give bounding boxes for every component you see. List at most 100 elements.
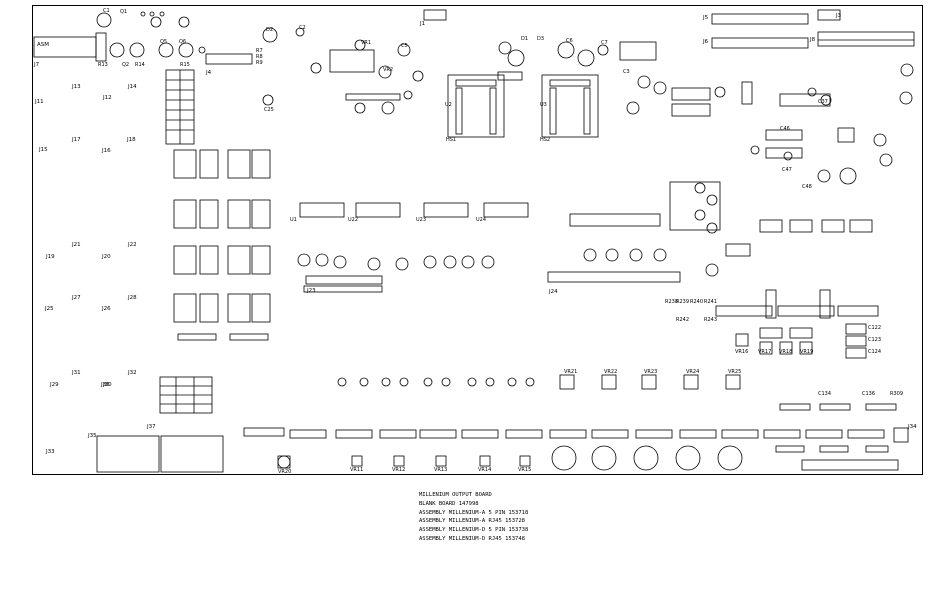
j7-label: J7 <box>34 62 40 68</box>
c2-label: C2 <box>299 25 306 31</box>
j34-label: J34 <box>908 424 917 430</box>
j32-label: J32 <box>128 370 137 376</box>
vr25-label: VR25 <box>728 369 742 375</box>
r15-label: R15 <box>180 62 190 68</box>
j3-label: J3 <box>836 13 842 19</box>
r7-label: R7 <box>256 48 263 54</box>
vr16-label: VR16 <box>735 349 749 355</box>
j25-label: J25 <box>45 306 54 312</box>
u22-label: U22 <box>348 217 359 223</box>
d7-label: D3 <box>537 36 545 42</box>
c47-label: C47 <box>782 167 792 173</box>
c7-label: C7 <box>601 40 608 46</box>
u3-label: U3 <box>540 102 547 108</box>
asm-label: ASM <box>37 42 49 48</box>
pcb-board-outline <box>32 5 923 475</box>
hs1-heatsink <box>447 74 505 138</box>
title-line-board-name: MILLENIUM OUTPUT BOARD <box>419 492 492 498</box>
c123-label: C123 <box>868 337 882 343</box>
vr24-label: VR24 <box>686 369 700 375</box>
r309-label: R309 <box>890 391 904 397</box>
title-block-notes: MILLENIUM OUTPUT BOARD BLANK BOARD 14799… <box>419 491 528 544</box>
j17-label: J17 <box>72 137 81 143</box>
c122-label: C122 <box>868 325 882 331</box>
j27-label: J27 <box>72 295 81 301</box>
title-line-assembly-a-rj45: ASSEMBLY MILLENIUM-A RJ45 153728 <box>419 518 525 525</box>
j9-label: J4 <box>206 70 212 76</box>
j15-label: J15 <box>39 147 48 153</box>
j16-label: J16 <box>102 148 111 154</box>
c136-label: C136 <box>862 391 876 397</box>
q1-label: Q1 <box>120 9 128 15</box>
c3-label: C3 <box>623 69 630 75</box>
vr23-label: VR23 <box>644 369 658 375</box>
vr17-label: VR17 <box>758 349 772 355</box>
u24-label: U24 <box>476 217 487 223</box>
c25-label: C25 <box>264 107 274 113</box>
vr2-label: VR2 <box>383 67 394 73</box>
j28-label: J28 <box>128 295 137 301</box>
title-line-blank-board: BLANK BOARD 147998 <box>419 500 479 507</box>
j18-label: J18 <box>127 137 136 143</box>
hs1-label: HS1 <box>446 137 457 143</box>
q1-transistor <box>109 42 125 58</box>
c48-label: C48 <box>802 184 812 190</box>
vr1-label: VR1 <box>361 40 372 46</box>
c1-capacitor <box>96 12 112 28</box>
q6-label: Q6 <box>179 39 187 45</box>
c6-label: C6 <box>566 38 573 44</box>
r241-label: R241 <box>704 299 718 305</box>
j14-label: J14 <box>128 84 137 90</box>
r13-label: R13 <box>98 62 108 68</box>
j35-label: J35 <box>88 433 97 439</box>
j36-label: J36 <box>101 382 110 388</box>
r238-label: R238 <box>665 299 679 305</box>
r240-label: R240 <box>690 299 704 305</box>
vr22-label: VR22 <box>604 369 618 375</box>
r239-label: R239 <box>676 299 690 305</box>
u21-label: U1 <box>290 217 297 223</box>
q5-label: Q5 <box>160 39 168 45</box>
vr15-label: VR15 <box>518 467 532 473</box>
vr19-label: VR19 <box>800 349 814 355</box>
c134-label: C134 <box>818 391 832 397</box>
q2-label: Q2 <box>122 62 130 68</box>
j22-label: J22 <box>128 242 137 248</box>
j26-label: J26 <box>102 306 111 312</box>
j29-label: J29 <box>50 382 59 388</box>
j35-connector <box>96 435 160 473</box>
vr20-label: VR20 <box>278 469 292 475</box>
j12-label: J12 <box>103 95 112 101</box>
c37-label: C37 <box>818 99 828 105</box>
j19-label: J19 <box>46 254 55 260</box>
vr14-label: VR14 <box>478 467 492 473</box>
r9-label: R9 <box>256 60 263 66</box>
r242-label: R242 <box>676 317 690 323</box>
d2-label: D2 <box>266 27 274 33</box>
vr13-label: VR13 <box>434 467 448 473</box>
j5-connector <box>711 13 809 25</box>
j1-label: J1 <box>420 21 426 27</box>
vr21-label: VR21 <box>564 369 578 375</box>
j30-label: J30 <box>103 382 112 388</box>
j23-label: J23 <box>307 288 316 294</box>
title-line-assembly-d-rj45: ASSEMBLY MILLENIUM-D RJ45 153748 <box>419 535 525 542</box>
title-line-assembly-d-5pin: ASSEMBLY MILLENIUM-D 5 PIN 153738 <box>419 527 529 534</box>
j33-label: J33 <box>46 449 55 455</box>
asm-connector-tab <box>95 32 107 62</box>
j37-connector <box>160 435 224 473</box>
r14-label: R14 <box>135 62 145 68</box>
j6-label: J6 <box>703 39 709 45</box>
hs2-label: HS2 <box>540 137 551 143</box>
c1-label: C1 <box>103 8 110 14</box>
q2-transistor <box>129 42 145 58</box>
j5-label: J5 <box>703 15 709 21</box>
j11-label: J11 <box>35 99 44 105</box>
j20-label: J20 <box>102 254 111 260</box>
r243-label: R243 <box>704 317 718 323</box>
j37-label: J37 <box>147 424 156 430</box>
c46-label: C46 <box>780 126 790 132</box>
d6-label: D1 <box>521 36 529 42</box>
j6-connector <box>711 37 809 49</box>
